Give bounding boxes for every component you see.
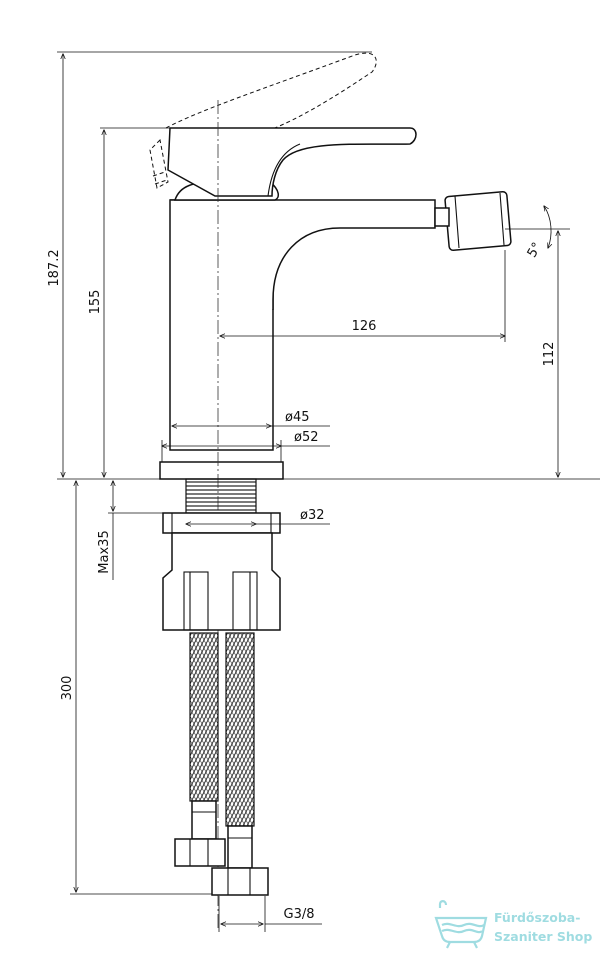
- dim-diam-body: ø45: [285, 410, 310, 425]
- watermark-logo: Fürdőszoba- Szaniter Shop: [434, 900, 592, 949]
- dim-hose-length: 300: [60, 676, 75, 701]
- hose-left-hex-nut: [174, 838, 226, 867]
- dimension-lines: [57, 51, 600, 932]
- dimension-labels: 187.2 155 112 126 5° ø45 ø52 ø32 Max35 3…: [47, 240, 557, 922]
- faucet-handle: [167, 127, 417, 197]
- dim-angle: 5°: [525, 240, 545, 260]
- dim-max-thickness: Max35: [97, 530, 112, 573]
- mounting-nut: [162, 532, 281, 631]
- dim-thread: G3/8: [284, 907, 315, 922]
- watermark-line2: Szaniter Shop: [494, 929, 592, 944]
- dim-diam-base: ø52: [294, 430, 319, 445]
- aerator: [444, 190, 512, 252]
- hose-left: [189, 632, 219, 802]
- mounting-group: [162, 478, 281, 631]
- bathtub-icon: [434, 900, 488, 949]
- faucet-body-group: [149, 52, 512, 930]
- dim-diam-nut: ø32: [300, 508, 325, 523]
- dim-spout-reach: 126: [352, 319, 377, 334]
- dim-handle-height: 155: [88, 290, 103, 315]
- threaded-stud: [185, 478, 257, 514]
- hoses-group: [174, 632, 269, 896]
- hose-right: [225, 632, 255, 827]
- faucet-spout: [170, 199, 436, 310]
- dim-spout-height: 112: [542, 342, 557, 367]
- base-plate: [159, 461, 284, 480]
- hose-right-hex-nut: [211, 867, 269, 896]
- handle-open-dashed: [165, 52, 377, 133]
- watermark-line1: Fürdőszoba-: [494, 910, 580, 925]
- dim-total-height: 187.2: [47, 249, 62, 286]
